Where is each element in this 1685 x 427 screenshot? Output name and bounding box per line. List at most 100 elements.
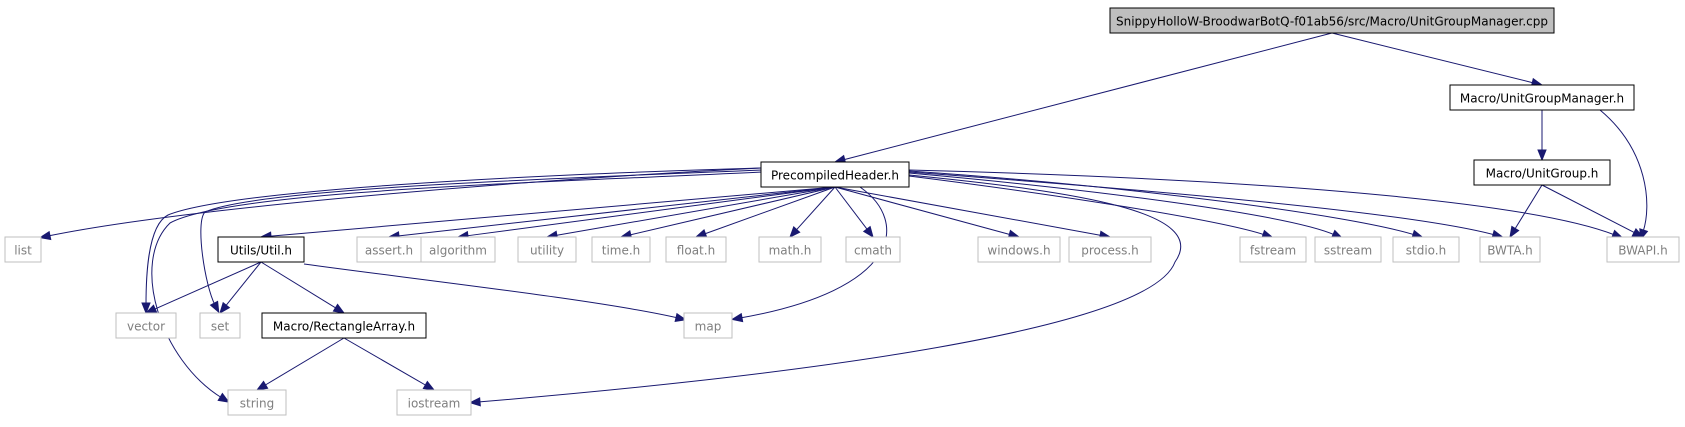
node-box	[199, 312, 241, 339]
edge-util-to-vector	[144, 261, 262, 314]
arrowhead	[1631, 227, 1645, 238]
edge-ug-to-bwta	[1509, 184, 1543, 239]
node-time: time.h	[591, 236, 651, 263]
edge-ug-to-bwapi	[1541, 184, 1645, 238]
arrowhead	[1537, 149, 1547, 162]
node-label: Macro/UnitGroup.h	[1486, 167, 1599, 181]
node-sstream: sstream	[1314, 236, 1382, 263]
edge-pch-to-sstream	[908, 172, 1344, 239]
edge-pch-to-windows	[834, 186, 1021, 239]
node-box	[1606, 236, 1680, 263]
node-stdio: stdio.h	[1392, 236, 1460, 263]
node-fstream: fstream	[1239, 236, 1307, 263]
edge-pch-to-time	[619, 186, 836, 240]
node-float: float.h	[665, 236, 727, 263]
node-rect[interactable]: Macro/RectangleArray.h	[261, 312, 427, 339]
node-utility: utility	[517, 236, 577, 263]
node-algorithm: algorithm	[420, 236, 496, 263]
edge-pch-to-process	[834, 186, 1112, 240]
node-box	[517, 236, 577, 263]
edge-pch-to-util	[259, 186, 836, 241]
node-box	[1109, 7, 1555, 34]
node-box	[420, 236, 496, 263]
node-label: PrecompiledHeader.h	[771, 169, 899, 183]
node-box	[683, 312, 733, 339]
node-root[interactable]: SnippyHolloW-BroodwarBotQ-f01ab56/src/Ma…	[1109, 7, 1555, 34]
node-label: string	[240, 397, 274, 411]
arrowhead	[219, 301, 231, 315]
arrowhead	[1509, 225, 1520, 239]
node-process: process.h	[1068, 236, 1152, 263]
node-ugm[interactable]: Macro/UnitGroupManager.h	[1449, 84, 1635, 111]
edge-pch-to-algorithm	[456, 186, 836, 241]
edge-pch-to-list	[38, 167, 762, 241]
node-cmath: cmath	[845, 236, 901, 263]
node-box	[396, 389, 472, 416]
node-label: windows.h	[987, 244, 1050, 258]
edge-pch-to-iostream	[468, 174, 1182, 407]
node-box	[591, 236, 651, 263]
edge-pch-to-cmath	[834, 186, 874, 239]
node-box	[1449, 84, 1635, 111]
node-label: Utils/Util.h	[230, 244, 292, 258]
edge-util-to-set	[219, 261, 262, 315]
node-math: math.h	[758, 236, 822, 263]
node-box	[1473, 159, 1611, 186]
node-box	[356, 236, 422, 263]
edge-pch-to-vector	[141, 167, 762, 315]
edge-ugm-to-ug	[1537, 110, 1547, 162]
node-label: BWTA.h	[1487, 244, 1533, 258]
node-label: sstream	[1324, 244, 1372, 258]
edges-layer	[38, 32, 1649, 407]
node-label: math.h	[769, 244, 812, 258]
node-label: assert.h	[365, 244, 413, 258]
arrowhead	[209, 300, 220, 314]
arrowhead	[862, 225, 874, 239]
node-box	[227, 389, 287, 416]
node-box	[1392, 236, 1460, 263]
arrowhead	[674, 312, 688, 323]
nodes-layer: SnippyHolloW-BroodwarBotQ-f01ab56/src/Ma…	[4, 7, 1680, 416]
node-vector: vector	[115, 312, 177, 339]
node-label: process.h	[1081, 244, 1139, 258]
arrowhead	[468, 397, 481, 407]
node-box	[217, 236, 305, 263]
arrowhead	[730, 312, 744, 323]
node-box	[977, 236, 1061, 263]
arrowhead	[141, 302, 151, 315]
node-bwapi: BWAPI.h	[1606, 236, 1680, 263]
edge-rect-to-string	[255, 337, 345, 391]
edge-root-to-pch	[833, 32, 1333, 164]
edge-pch-to-math	[789, 186, 836, 239]
node-box	[1239, 236, 1307, 263]
node-label: cmath	[854, 244, 892, 258]
arrowhead	[217, 392, 230, 403]
edge-pch-to-set	[200, 169, 763, 314]
node-label: algorithm	[429, 244, 487, 258]
node-label: Macro/UnitGroupManager.h	[1460, 92, 1624, 106]
arrowhead	[422, 380, 436, 391]
node-label: iostream	[408, 397, 461, 411]
edge-pch-to-assert	[387, 186, 836, 241]
node-label: SnippyHolloW-BroodwarBotQ-f01ab56/src/Ma…	[1116, 15, 1548, 29]
node-box	[665, 236, 727, 263]
node-label: vector	[127, 320, 165, 334]
edge-util-to-rect	[260, 261, 346, 314]
arrowhead	[789, 226, 801, 239]
node-box	[1068, 236, 1152, 263]
node-assert: assert.h	[356, 236, 422, 263]
node-pch[interactable]: PrecompiledHeader.h	[760, 161, 910, 188]
node-box	[261, 312, 427, 339]
node-iostream: iostream	[396, 389, 472, 416]
node-label: fstream	[1250, 244, 1296, 258]
node-util[interactable]: Utils/Util.h	[217, 236, 305, 263]
node-box	[758, 236, 822, 263]
node-list: list	[4, 236, 42, 263]
node-label: BWAPI.h	[1618, 244, 1667, 258]
arrowhead	[38, 230, 52, 241]
node-set: set	[199, 312, 241, 339]
node-map: map	[683, 312, 733, 339]
node-ug[interactable]: Macro/UnitGroup.h	[1473, 159, 1611, 186]
edge-root-to-ugm	[1331, 32, 1544, 88]
